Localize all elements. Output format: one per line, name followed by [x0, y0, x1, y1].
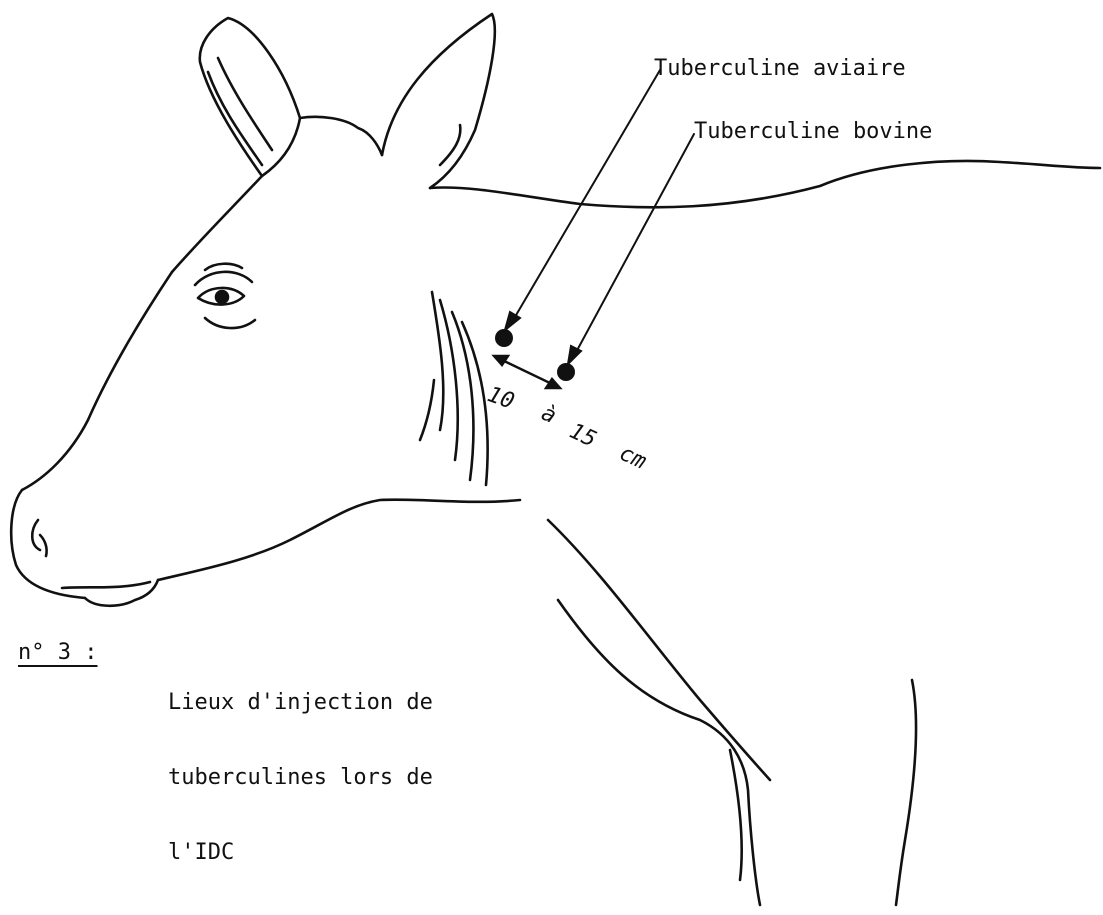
left-ear: [200, 18, 300, 176]
left-ear-inner: [218, 58, 272, 150]
right-ear-inner: [440, 125, 460, 165]
distance-max: 15: [565, 419, 600, 453]
leg-back: [896, 680, 916, 905]
distance-arrow-head-left: [494, 356, 508, 365]
caption-line: tuberculines lors de: [168, 765, 368, 790]
caption-line: l'IDC: [168, 840, 368, 865]
distance-arrow: [494, 356, 560, 388]
eye-lower: [205, 318, 255, 328]
distance-separator: à: [537, 401, 560, 429]
distance-min: 10: [484, 382, 517, 415]
figure-number: n° 3 :: [18, 640, 97, 665]
neck-fold-5: [420, 380, 434, 440]
caption-line: Lieux d'injection de: [168, 690, 368, 715]
muzzle: [11, 490, 85, 598]
neck-top: [430, 161, 1100, 207]
avian-pointer-head: [505, 312, 520, 330]
eye-brow: [205, 264, 242, 270]
mouth-line: [62, 582, 150, 588]
bovine-tuberculin-label: Tuberculine bovine: [694, 119, 932, 144]
jaw: [158, 500, 520, 580]
bovine-pointer-line: [574, 134, 694, 356]
dewlap: [548, 520, 770, 780]
distance-unit: cm: [615, 441, 650, 475]
leg-front: [730, 750, 742, 880]
forehead: [172, 176, 262, 272]
neck-fold-1: [432, 292, 443, 430]
pointer-arrows: [505, 70, 694, 364]
caption-text: Lieux d'injection de tuberculines lors d…: [168, 640, 368, 915]
distance-arrow-head-right: [546, 379, 560, 388]
nostril: [32, 520, 46, 556]
pupil: [216, 291, 228, 303]
distance-arrow-shaft: [502, 360, 552, 384]
left-ear-base: [300, 117, 382, 155]
right-ear: [382, 14, 495, 188]
bovine-injection-point: [557, 363, 575, 381]
distance-label: 10 à 15 cm: [484, 382, 650, 474]
face-line: [22, 272, 172, 490]
avian-tuberculin-label: Tuberculine aviaire: [654, 56, 906, 81]
figure-caption: n° 3 : Lieux d'injection de tuberculines…: [0, 640, 27, 715]
left-ear-inner-2: [208, 72, 262, 165]
eye-upper-lid: [195, 272, 252, 285]
